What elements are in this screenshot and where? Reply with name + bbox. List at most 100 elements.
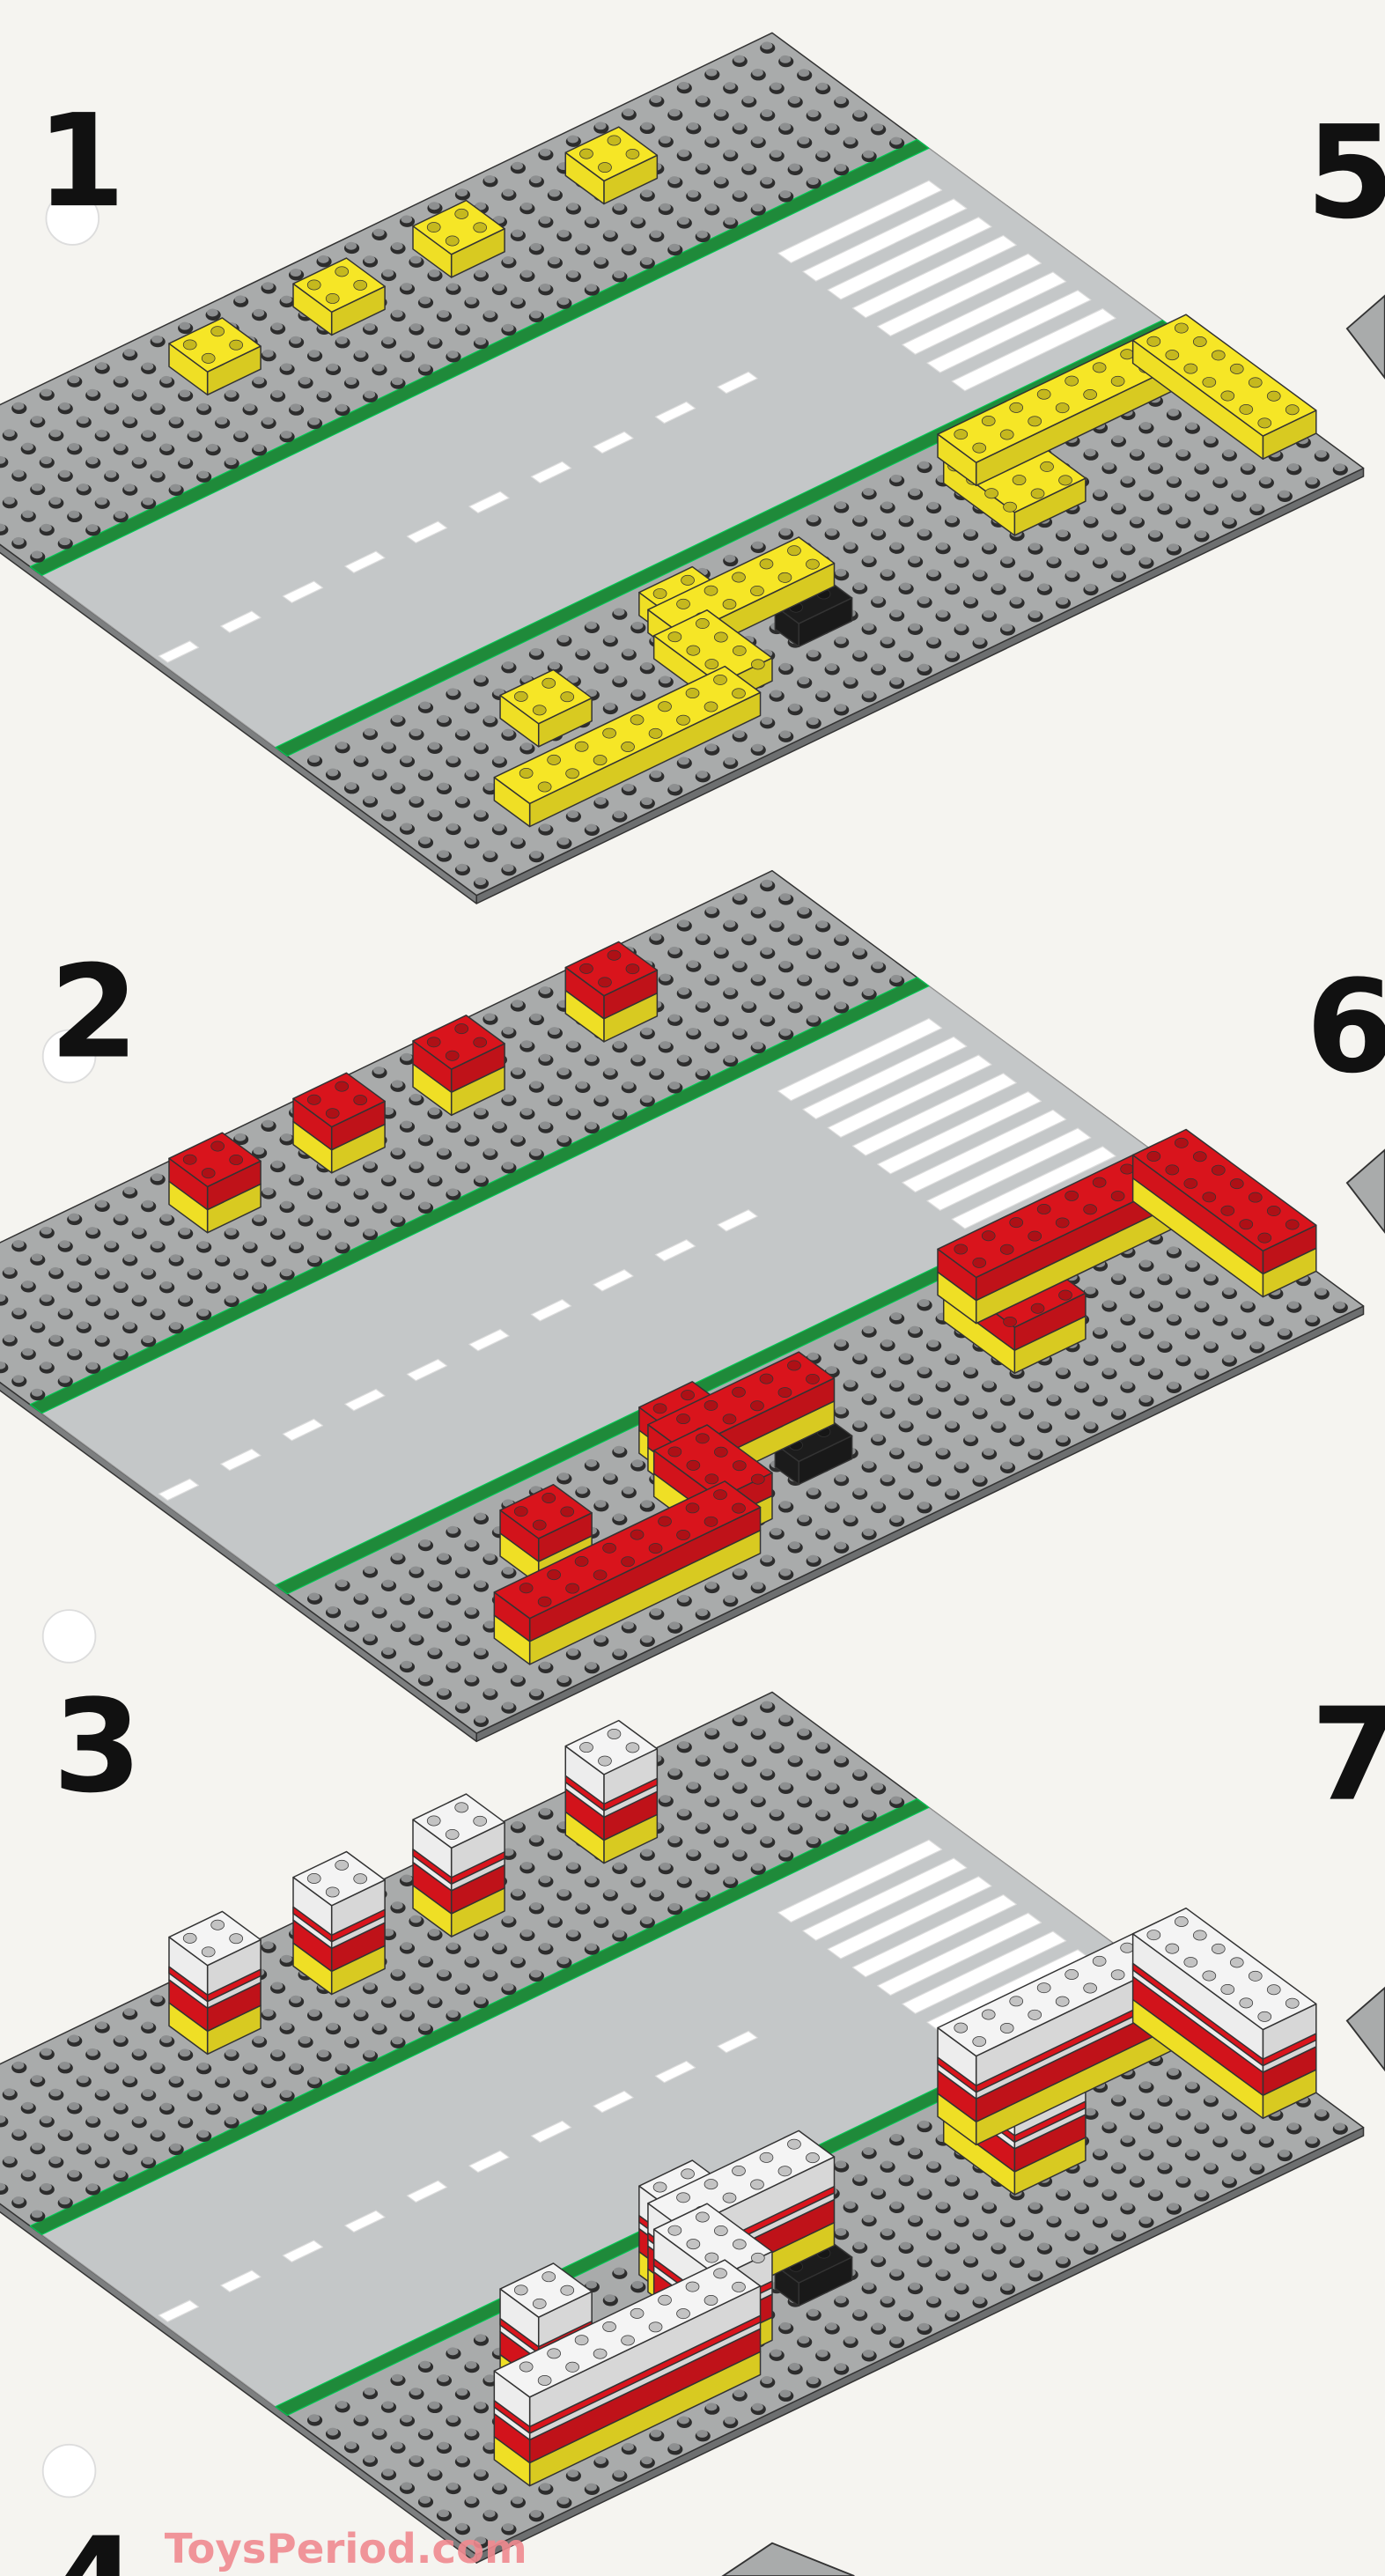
stud-top — [401, 1593, 413, 1602]
stud-top — [1121, 476, 1133, 484]
stud-top — [475, 742, 487, 750]
stud-top — [835, 1406, 847, 1415]
stud-top — [954, 623, 967, 631]
stud-top — [696, 95, 708, 104]
stud-top — [567, 1648, 578, 1657]
stud-top — [567, 1929, 578, 1938]
stud-top — [502, 256, 514, 265]
stud-top — [1047, 556, 1059, 565]
stud-top — [557, 1134, 570, 1143]
stud-top — [733, 1849, 745, 1857]
stud-top — [798, 974, 810, 983]
stud-top — [623, 1081, 634, 1089]
stud-top — [705, 1863, 718, 1871]
stud-top — [835, 163, 847, 172]
stud-top — [308, 1255, 320, 1264]
stud-top — [298, 1214, 311, 1223]
stud-top — [909, 1460, 921, 1469]
stud-top — [863, 150, 874, 159]
brick-stud — [560, 2284, 575, 2296]
stud-top — [668, 1835, 681, 1844]
crosswalk-stripe — [827, 217, 992, 300]
stud-top — [483, 1687, 496, 1696]
stud-top — [22, 510, 33, 519]
stud-top — [345, 2036, 357, 2045]
stud-top — [253, 2103, 265, 2112]
step-number-3: 3 — [53, 1672, 142, 1821]
brick-stud — [714, 631, 728, 643]
stud-top — [696, 770, 708, 779]
stud-top — [456, 796, 468, 804]
brick-stud — [1083, 1982, 1097, 1994]
stud-top — [927, 2296, 939, 2305]
stud-top — [779, 1568, 792, 1576]
stud-top — [4, 1266, 15, 1275]
brick-stud — [1120, 1163, 1134, 1175]
stud-top — [613, 1648, 625, 1657]
brick-stud — [532, 705, 547, 716]
brick-single — [499, 668, 593, 748]
stud-top — [409, 795, 422, 804]
stud-top — [96, 429, 107, 438]
stud-top — [475, 675, 487, 683]
stud-top — [567, 269, 578, 278]
stud-top — [872, 123, 884, 132]
stud-top — [12, 1239, 25, 1248]
brick-stud — [210, 1140, 225, 1152]
stud-top — [705, 906, 718, 915]
stud-top — [1223, 449, 1234, 458]
stud-top — [253, 444, 265, 453]
stud-top — [715, 1835, 726, 1844]
brick-stud — [607, 135, 622, 146]
brick-stud — [1055, 402, 1070, 414]
stud-top — [539, 1121, 551, 1130]
stud-top — [881, 636, 893, 645]
stud-top — [705, 68, 718, 77]
stud-top — [890, 1447, 902, 1456]
brick-stud — [630, 2307, 645, 2319]
stud-top — [853, 2174, 866, 2182]
road-edge-green — [29, 138, 930, 576]
stud-top — [1186, 490, 1198, 498]
stud-top — [364, 2049, 376, 2058]
stud-top — [1102, 461, 1115, 470]
stud-top — [280, 363, 292, 372]
stud-top — [678, 757, 689, 765]
brick-stud — [1040, 461, 1054, 472]
brick-stud — [537, 2374, 552, 2386]
stud-top — [835, 96, 847, 105]
stud-top — [59, 1240, 70, 1249]
stud-top — [77, 1321, 89, 1330]
stud-top — [456, 1566, 468, 1575]
stud-top — [724, 919, 736, 928]
brick-stud — [1009, 1996, 1024, 2007]
stud-top — [733, 55, 745, 63]
stud-top — [483, 2441, 496, 2450]
stud-top — [549, 188, 560, 197]
stud-top — [391, 2441, 403, 2450]
stud-top — [456, 863, 468, 872]
stud-top — [1010, 596, 1022, 605]
stud-top — [779, 662, 792, 671]
stud-top — [142, 2156, 154, 2165]
brick-stud — [532, 1519, 547, 1531]
stud-top — [133, 1295, 144, 1303]
stud-top — [770, 1527, 782, 1536]
stud-top — [863, 1809, 874, 1818]
stud-top — [123, 2075, 136, 2084]
brick-stud — [210, 1919, 225, 1930]
stud-top — [428, 2469, 440, 2477]
brick-upper-4 — [564, 941, 659, 1043]
stud-top — [576, 1486, 588, 1495]
brick-stud — [607, 949, 622, 961]
stud-top — [733, 1568, 745, 1576]
brick-stud — [473, 222, 488, 233]
stud-top — [557, 2496, 570, 2505]
stud-top — [0, 2182, 6, 2191]
stud-top — [761, 1835, 773, 1844]
stud-top — [1001, 1461, 1013, 1470]
stud-top — [133, 456, 144, 465]
stud-top — [567, 1862, 578, 1871]
stud-top — [724, 1054, 736, 1063]
punch-hole — [41, 2443, 97, 2498]
